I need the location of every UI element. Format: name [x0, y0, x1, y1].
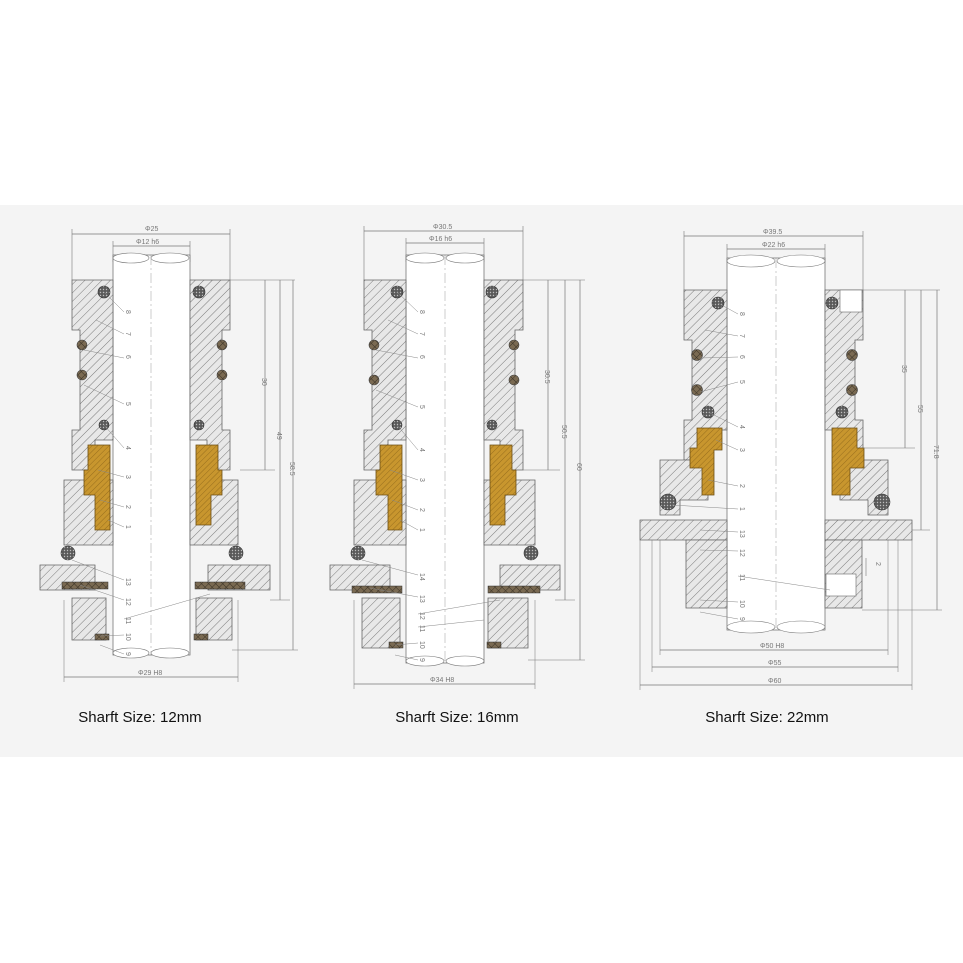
part-number: 12 [124, 598, 131, 606]
shaft-dia-label: Φ22 h6 [762, 242, 785, 249]
part-number: 9 [738, 617, 745, 621]
part-number: 10 [418, 641, 425, 649]
drawing-16mm: Φ30.5 Φ16 h6 8 [329, 224, 585, 689]
dia-60-label: Φ60 [768, 678, 781, 685]
part-number: 3 [124, 475, 131, 479]
drawing-22mm: Φ39.5 Φ22 h6 8 7 [639, 229, 942, 690]
brass-face-right [489, 444, 517, 526]
part-number: 4 [738, 425, 745, 429]
brass-face-right [831, 427, 865, 496]
part-number: 6 [738, 355, 745, 359]
part-number: 9 [418, 658, 425, 662]
caption-22mm: Sharft Size: 22mm [705, 709, 829, 726]
brass-face-left [375, 444, 403, 531]
brass-face-right [195, 444, 223, 526]
part-number: 1 [738, 507, 745, 511]
part-number: 1 [418, 528, 425, 532]
drawing-12mm: Φ25 Φ12 h6 [39, 226, 298, 682]
part-number: 6 [124, 355, 131, 359]
outer-dia-label: Φ25 [145, 226, 158, 233]
caption-16mm: Sharft Size: 16mm [395, 709, 519, 726]
len-a-label: 30.5 [543, 370, 550, 384]
len-b-label: 55 [916, 405, 923, 413]
dia-55-label: Φ55 [768, 660, 781, 667]
part-number: 10 [738, 600, 745, 608]
part-number: 4 [124, 446, 131, 450]
dia-50-label: Φ50 H8 [760, 643, 784, 650]
len-a-label: 35 [900, 365, 907, 373]
right-housing [483, 279, 524, 471]
part-number: 7 [418, 332, 425, 336]
part-number: 14 [418, 573, 425, 581]
part-number: 13 [418, 595, 425, 603]
len-c-label: 60 [575, 463, 582, 471]
part-labels: 8 7 6 5 4 3 2 1 13 12 11 10 9 [124, 310, 131, 656]
part-number: 7 [124, 332, 131, 336]
part-number: 4 [418, 448, 425, 452]
len-c-label: 58.5 [288, 462, 295, 476]
bottom-dia-label: Φ29 H8 [138, 670, 162, 677]
part-number: 13 [124, 578, 131, 586]
part-number: 13 [738, 530, 745, 538]
part-number: 3 [738, 448, 745, 452]
len-a-label: 30 [260, 378, 267, 386]
part-number: 12 [738, 549, 745, 557]
part-labels: 8 7 6 5 4 3 2 1 14 13 12 11 10 9 [418, 310, 425, 662]
part-number: 11 [418, 625, 425, 632]
shaft-dia-label: Φ16 h6 [429, 236, 452, 243]
part-number: 5 [738, 380, 745, 384]
part-number: 2 [418, 508, 425, 512]
outer-dia-label: Φ30.5 [433, 224, 452, 231]
len-c-label: 71.8 [932, 445, 939, 459]
part-number: 5 [124, 402, 131, 406]
shaft [112, 254, 191, 656]
part-number: 11 [124, 617, 131, 624]
len-b-label: 50.5 [560, 425, 567, 439]
part-number: 6 [418, 355, 425, 359]
part-number: 8 [418, 310, 425, 314]
part-number: 2 [124, 505, 131, 509]
part-number: 8 [738, 312, 745, 316]
part-labels: 8 7 6 5 4 3 2 1 13 12 11 10 9 [738, 312, 745, 621]
part-number: 7 [738, 334, 745, 338]
part-number: 1 [124, 525, 131, 529]
bottom-dia-label: Φ34 H8 [430, 677, 454, 684]
part-number: 5 [418, 405, 425, 409]
part-number: 9 [124, 652, 131, 656]
part-number: 10 [124, 633, 131, 641]
part-number: 2 [738, 484, 745, 488]
outer-dia-label: Φ39.5 [763, 229, 782, 236]
part-number: 3 [418, 478, 425, 482]
left-housing [363, 279, 407, 471]
shaft-dia-label: Φ12 h6 [136, 239, 159, 246]
part-number: 11 [738, 574, 745, 581]
caption-12mm: Sharft Size: 12mm [78, 709, 202, 726]
len-b-label: 49 [275, 432, 282, 440]
part-number: 8 [124, 310, 131, 314]
part-number: 12 [418, 612, 425, 620]
small-dim-label: 2 [874, 562, 881, 566]
